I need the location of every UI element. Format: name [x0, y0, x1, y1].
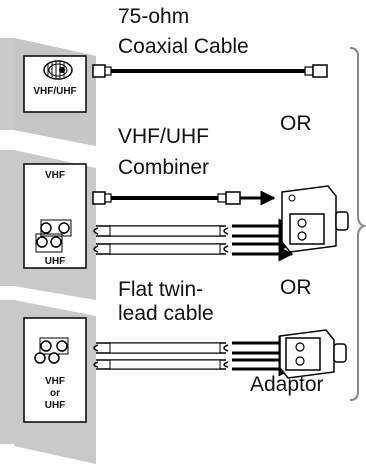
coax-jack-icon	[43, 60, 73, 80]
plate-label-vhf-or-uhf-3: UHF	[44, 400, 66, 411]
combiner-twin-lead	[93, 218, 294, 262]
coax-cable-label-line2: Coaxial Cable	[118, 35, 249, 58]
plate-label-uhf: UHF	[44, 256, 66, 267]
twin-terminal-icon	[34, 337, 69, 364]
or-label-bottom: OR	[280, 276, 312, 299]
wall-plate-middle	[23, 163, 87, 269]
uhf-terminal-icon	[35, 233, 63, 253]
adaptor-box	[279, 329, 347, 379]
flat-twin-lead-cable	[93, 335, 294, 377]
plate-label-vhf-or-uhf-1: VHF	[45, 376, 65, 387]
twin-lead-label-line2: lead cable	[118, 302, 214, 325]
combiner-box	[281, 185, 349, 253]
combiner-coax-cable	[92, 190, 276, 206]
coax-cable-label-line1: 75-ohm	[118, 5, 190, 28]
plate-label-vhf: VHF	[45, 170, 65, 181]
adaptor-label: Adaptor	[250, 373, 324, 396]
combiner-label-line1: VHF/UHF	[118, 125, 209, 148]
plate-label-vhf-or-uhf-2: or	[50, 388, 60, 399]
combiner-label-line2: Combiner	[118, 156, 210, 179]
vhf-terminal-icon	[40, 219, 72, 237]
coaxial-cable-top	[92, 64, 328, 78]
or-label-top: OR	[280, 112, 312, 135]
right-bracket	[349, 47, 366, 401]
top-plate-label: VHF/UHF	[33, 86, 77, 97]
wall-plate-bottom	[23, 317, 87, 423]
twin-lead-label-line1: Flat twin-	[118, 278, 204, 301]
